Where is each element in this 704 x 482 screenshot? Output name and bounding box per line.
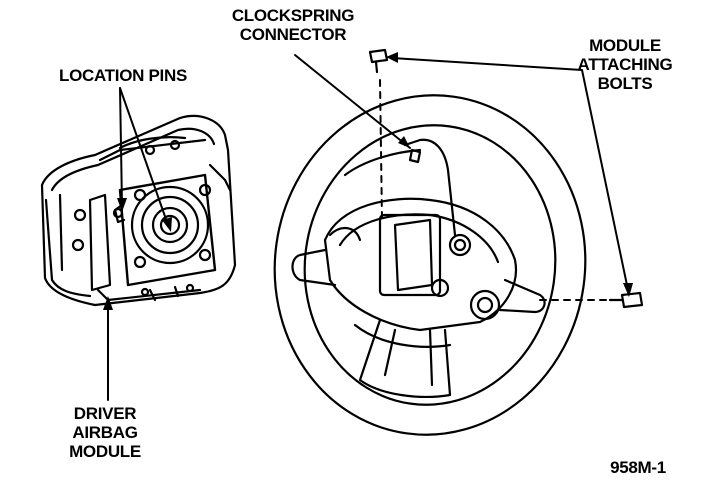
bolts-label-line-1: MODULE [589, 36, 661, 55]
airbag-label-line-2: AIRBAG [72, 423, 138, 442]
airbag-label-line-3: MODULE [69, 442, 141, 461]
bolts-label-line-3: BOLTS [597, 74, 653, 93]
driver-airbag-module-drawing [40, 114, 237, 307]
leader-lines [107, 54, 629, 401]
clockspring-connector-label: CLOCKSPRING CONNECTOR [208, 6, 378, 44]
airbag-label-line-1: DRIVER [73, 404, 137, 423]
bolts-label-line-2: ATTACHING [577, 55, 673, 74]
module-attaching-bolts-label: MODULE ATTACHING BOLTS [560, 36, 690, 93]
steering-wheel-drawing [273, 94, 587, 436]
clockspring-label-line-1: CLOCKSPRING [231, 6, 355, 25]
location-pins-label: LOCATION PINS [58, 66, 187, 85]
module-bolts-drawing [368, 48, 644, 309]
figure-id-label: 958M-1 [610, 458, 666, 477]
clockspring-label-line-2: CONNECTOR [239, 25, 347, 44]
arrowheads [103, 52, 633, 310]
driver-airbag-module-label: DRIVER AIRBAG MODULE [50, 404, 160, 461]
